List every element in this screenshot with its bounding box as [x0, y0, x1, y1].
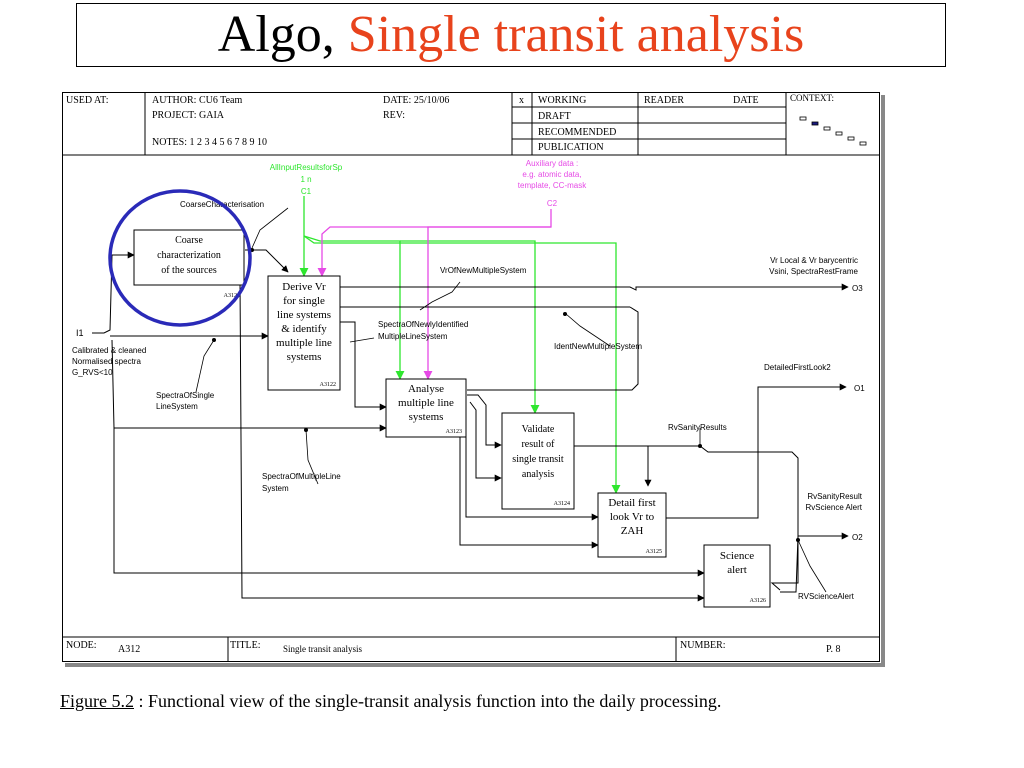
rev-label: REV:: [383, 110, 405, 121]
a3122-line-1: Derive Vr: [282, 281, 326, 293]
a3122-line-2: for single: [283, 295, 325, 307]
c2-label-3: template, CC-mask: [518, 181, 587, 190]
o1-code: O1: [854, 384, 865, 393]
c1-control-arrows: [299, 196, 621, 494]
science-alert-label: RVScienceAlert: [798, 592, 855, 601]
highlight-circle: [108, 189, 252, 327]
author-label: AUTHOR: CU6 Team: [152, 95, 242, 106]
a3122-id: A3122: [320, 382, 336, 388]
c2-control-arrows: [317, 209, 552, 380]
a3126-line-2: alert: [727, 564, 747, 576]
a3122-line-4: & identify: [281, 323, 327, 335]
box-a3124[interactable]: Validate result of single transit analys…: [501, 412, 575, 510]
a3122-line-5: multiple line: [276, 337, 332, 349]
date-label: DATE: 25/10/06: [383, 95, 449, 106]
c2-label-4: C2: [547, 199, 558, 208]
vrofnew-label: VrOfNewMultipleSystem: [440, 266, 527, 275]
a3123-line-3: systems: [409, 411, 444, 423]
a3125-line-2: look Vr to: [610, 511, 655, 523]
a3124-line-2: result of: [521, 439, 555, 450]
number-label: NUMBER:: [680, 640, 726, 651]
context-map-icon: [799, 116, 867, 146]
i1-desc-3: G_RVS<10: [72, 368, 113, 377]
a3125-line-3: ZAH: [621, 525, 644, 537]
used-at-label: USED AT:: [66, 95, 109, 106]
o2-desc-1: RvSanityResult: [807, 492, 862, 501]
o3-desc-1: Vr Local & Vr barycentric: [770, 256, 858, 265]
single-label-2: LineSystem: [156, 402, 198, 411]
status-recommended: RECOMMENDED: [538, 127, 616, 138]
a3123-id: A3123: [446, 429, 462, 435]
c1-label-3: C1: [301, 187, 312, 196]
c2-label-1: Auxiliary data :: [526, 159, 578, 168]
multiple-label-2: System: [262, 484, 289, 493]
i1-code: I1: [76, 328, 84, 338]
a3124-line-4: analysis: [522, 469, 554, 480]
reader-label: READER: [644, 95, 684, 106]
box-a3121[interactable]: Coarse characterization of the sources A…: [133, 229, 245, 299]
status-mark: x: [519, 95, 524, 106]
junction-dots: [212, 248, 800, 542]
box-a3125[interactable]: Detail first look Vr to ZAH A3125: [597, 492, 667, 558]
detailed-label: DetailedFirstLook2: [764, 363, 831, 372]
a3123-line-2: multiple line: [398, 397, 454, 409]
title-field-value: Single transit analysis: [283, 644, 362, 654]
a3122-line-6: systems: [287, 351, 322, 363]
status-draft: DRAFT: [538, 111, 571, 122]
o3-code: O3: [852, 284, 863, 293]
a3122-line-3: line systems: [277, 309, 331, 321]
a3124-line-3: single transit: [512, 454, 564, 465]
box-a3122[interactable]: Derive Vr for single line systems & iden…: [267, 275, 341, 391]
context-label: CONTEXT:: [790, 93, 834, 103]
reader-date-label: DATE: [733, 95, 759, 106]
c2-label-2: e.g. atomic data,: [522, 170, 581, 179]
status-working: WORKING: [538, 95, 586, 106]
box-a3123[interactable]: Analyse multiple line systems A3123: [385, 378, 467, 438]
o3-desc-2: Vsini, SpectraRestFrame: [769, 267, 858, 276]
box-a3126[interactable]: Science alert A3126: [703, 544, 771, 608]
newly-label-2: MultipleLineSystem: [378, 332, 448, 341]
o2-code: O2: [852, 533, 863, 542]
figure-caption-text: : Functional view of the single-transit …: [134, 691, 722, 711]
node-value: A312: [118, 644, 140, 655]
slide-title: Algo, Single transit analysis: [76, 3, 946, 67]
a3124-line-1: Validate: [522, 424, 555, 435]
o2-desc-2: RvScience Alert: [806, 503, 863, 512]
page-number: P. 8: [826, 644, 840, 655]
footer-grid: [62, 636, 880, 662]
title-prefix: Algo,: [217, 6, 335, 63]
a3121-line-1: Coarse: [175, 235, 203, 246]
title-field-label: TITLE:: [230, 640, 261, 651]
i1-desc-1: Calibrated & cleaned: [72, 346, 146, 355]
a3121-line-2: characterization: [157, 250, 221, 261]
a3121-id: A3121: [224, 293, 240, 299]
c1-label-1: AllInputResultsforSp: [270, 163, 343, 172]
sanity-results-label: RvSanityResults: [668, 423, 727, 432]
c1-label-2: 1 n: [300, 175, 311, 184]
header-grid: [62, 92, 880, 156]
a3125-line-1: Detail first: [608, 497, 655, 509]
a3124-id: A3124: [554, 501, 570, 507]
figure-caption: Figure 5.2 : Functional view of the sing…: [60, 690, 882, 712]
a3126-line-1: Science: [720, 550, 754, 562]
title-accent: Single transit analysis: [347, 6, 805, 63]
figure-label: Figure 5.2: [60, 691, 134, 711]
status-publication: PUBLICATION: [538, 142, 604, 153]
node-label: NODE:: [66, 640, 97, 651]
a3121-line-3: of the sources: [161, 265, 217, 276]
a3123-line-1: Analyse: [408, 383, 444, 395]
i1-desc-2: Normalised spectra: [72, 357, 141, 366]
single-label-1: SpectraOfSingle: [156, 391, 215, 400]
multiple-label-1: SpectraOfMultipleLine: [262, 472, 341, 481]
notes-label: NOTES: 1 2 3 4 5 6 7 8 9 10: [152, 137, 267, 148]
a3126-id: A3126: [750, 598, 766, 604]
a3125-id: A3125: [646, 549, 662, 555]
ident-label: IdentNewMultipleSystem: [554, 342, 642, 351]
leader-lines: [195, 207, 827, 593]
newly-label-1: SpectraOfNewlyIdentified: [378, 320, 468, 329]
project-label: PROJECT: GAIA: [152, 110, 225, 121]
